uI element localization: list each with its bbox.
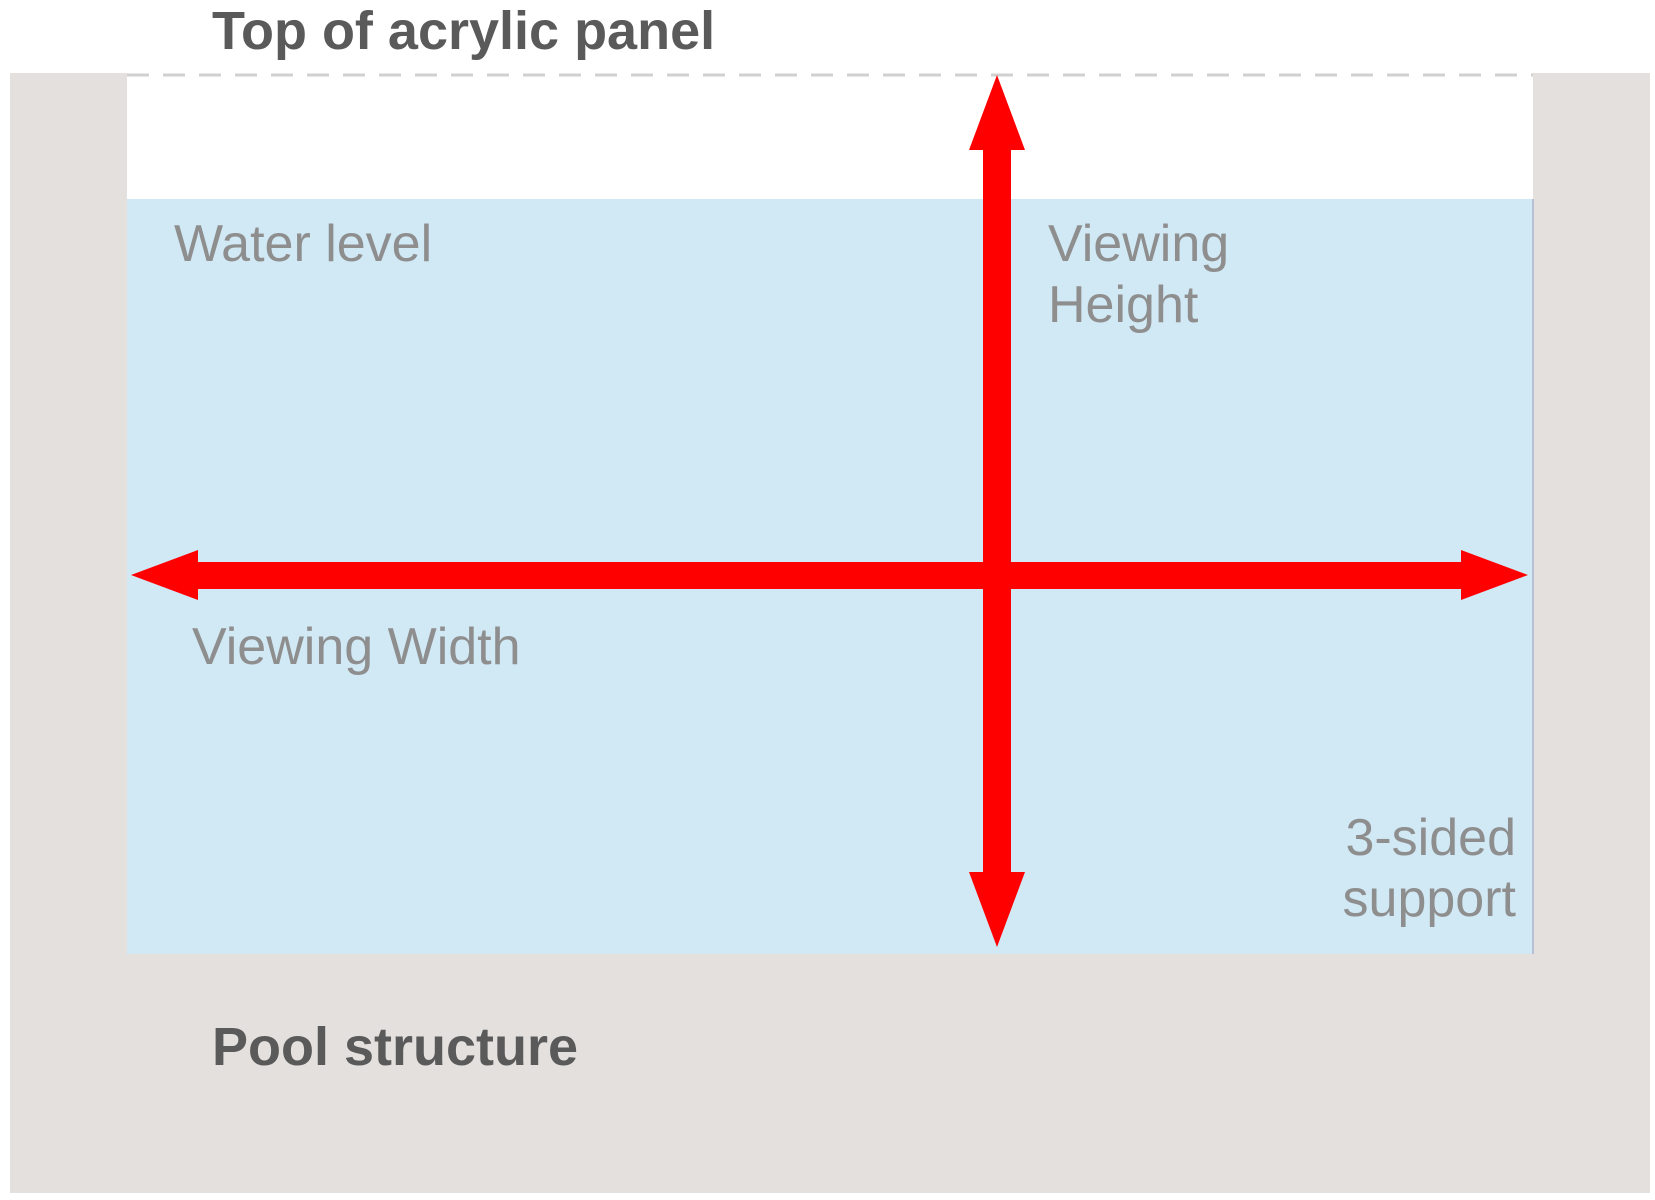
- water-level-label: Water level: [174, 215, 433, 273]
- pool-structure-label: Pool structure: [212, 1017, 579, 1077]
- support-label-line1: 3-sided: [1345, 809, 1516, 867]
- support-label: 3-sided support: [1320, 808, 1516, 931]
- acrylic-panel-top-area: [127, 73, 1533, 199]
- viewing-width-label: Viewing Width: [192, 618, 521, 676]
- double-arrow-vertical-icon: [969, 75, 1025, 947]
- double-arrow-horizontal-icon: [131, 550, 1528, 600]
- support-label-line2: support: [1342, 870, 1516, 929]
- viewing-height-label: Viewing Height: [1048, 214, 1229, 337]
- viewing-height-label-line2: Height: [1048, 276, 1199, 335]
- top-of-panel-label: Top of acrylic panel: [212, 1, 716, 61]
- viewing-height-label-line1: Viewing: [1048, 215, 1230, 273]
